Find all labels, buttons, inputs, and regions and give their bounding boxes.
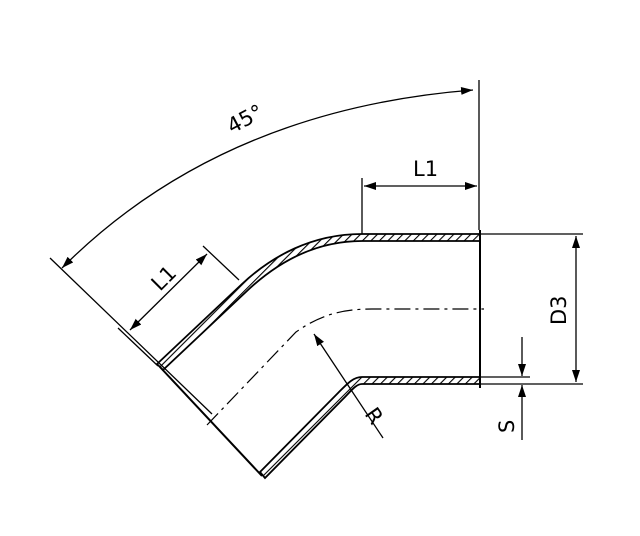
angle-extension-left [49, 257, 213, 415]
l1-top-label: L1 [413, 157, 438, 181]
angle-label: 45° [223, 100, 267, 139]
centerline [206, 308, 484, 426]
s-label: S [495, 420, 519, 433]
radius-leader [313, 333, 384, 439]
l1-diagonal-label: L1 [147, 261, 182, 296]
l1-diag-dimension-line [129, 253, 208, 331]
l1-diag-extension-b [117, 327, 159, 367]
d3-label: D3 [547, 295, 571, 325]
outer-wall [155, 233, 481, 372]
angle-arc [61, 86, 474, 269]
l1-diag-extension-a [202, 245, 240, 281]
